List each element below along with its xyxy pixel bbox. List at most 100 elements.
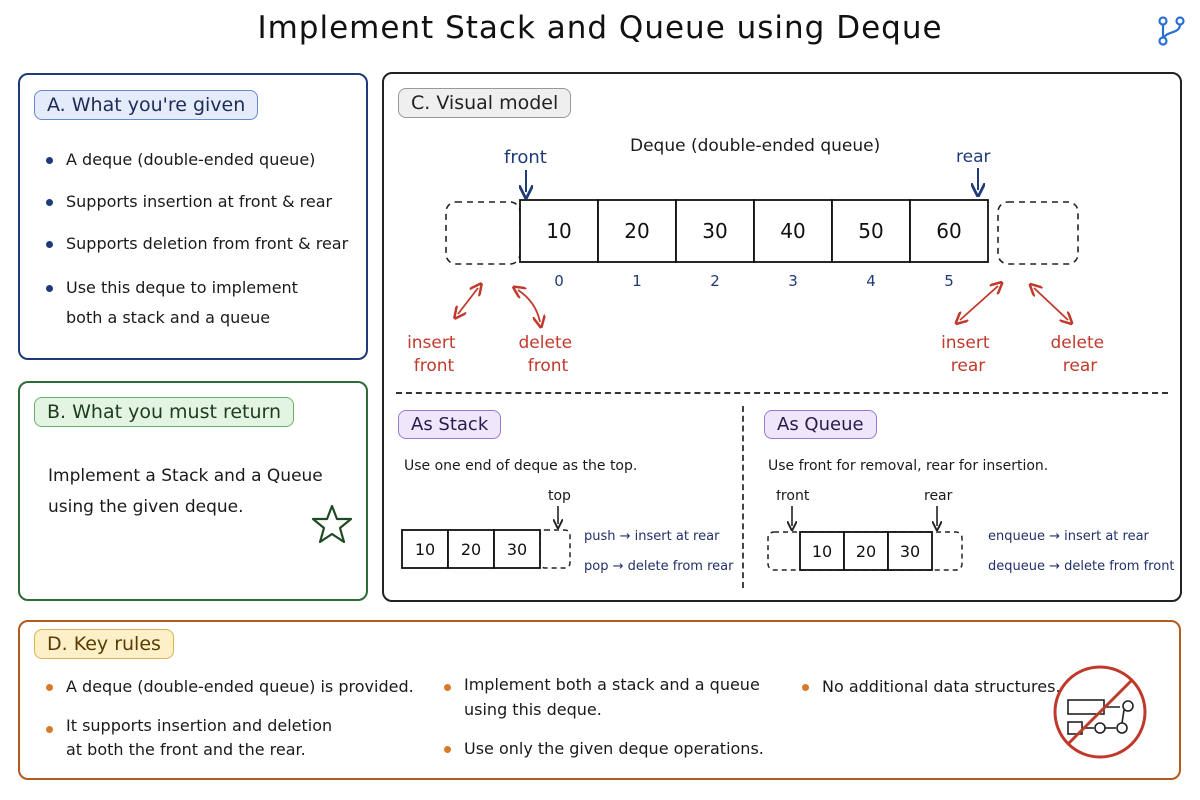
rear-empty-slot — [997, 201, 1079, 265]
branch-icon — [1158, 16, 1185, 46]
deque-index: 4 — [866, 272, 876, 290]
rule-line: at both the front and the rear. — [66, 740, 306, 759]
rules-col-3: No additional data structures. — [798, 672, 1061, 702]
deque-value: 60 — [936, 219, 961, 243]
stack-push-op: push → insert at rear — [584, 529, 720, 544]
stack-cell — [493, 529, 541, 569]
insert-rear-line: insert — [941, 333, 990, 353]
given-item-line: Use this deque to implement — [66, 278, 298, 297]
rule-line: Implement both a stack and a queue — [464, 675, 760, 694]
rule-line: It supports insertion and deletion — [66, 716, 333, 735]
stack-description: Use one end of deque as the top. — [404, 458, 638, 474]
given-item: Supports insertion at front & rear — [42, 187, 348, 217]
page-title: Implement Stack and Queue using Deque — [257, 10, 943, 46]
insert-rear-line: rear — [951, 356, 985, 376]
rule-line: No additional data structures. — [822, 677, 1061, 696]
given-item-line: both a stack and a queue — [66, 308, 271, 327]
queue-dequeue-op: dequeue → delete from front — [988, 559, 1174, 574]
front-empty-slot — [445, 201, 521, 265]
delete-rear-arrow — [1034, 288, 1068, 320]
deque-index: 0 — [554, 272, 564, 290]
rule-line: using this deque. — [464, 700, 602, 719]
queue-description: Use front for removal, rear for insertio… — [768, 458, 1049, 474]
deque-cell — [831, 199, 911, 263]
front-label: front — [504, 147, 547, 168]
deque-value: 50 — [858, 219, 883, 243]
queue-value: 10 — [812, 542, 832, 561]
rear-label: rear — [956, 147, 990, 167]
return-text: Implement a Stack and a Queue using the … — [48, 461, 323, 523]
stack-cells: 10 20 30 — [401, 529, 541, 569]
deque-cell — [675, 199, 755, 263]
no-data-structures-icon — [1053, 665, 1147, 759]
deque-cell — [753, 199, 833, 263]
rule-item: Use only the given deque operations. — [440, 734, 764, 764]
insert-front-line: insert — [407, 333, 456, 353]
rule-line: A deque (double-ended queue) is provided… — [66, 677, 414, 696]
stack-cell — [447, 529, 495, 569]
delete-front-label: delete front — [519, 333, 578, 376]
panel-given: A. What you're given A deque (double-end… — [18, 73, 368, 360]
stack-value: 20 — [461, 540, 481, 559]
rule-item: No additional data structures. — [798, 672, 1061, 702]
star-icon — [311, 504, 353, 544]
panel-rules-heading: D. Key rules — [34, 629, 174, 659]
given-item: Use this deque to implement both a stack… — [42, 273, 348, 333]
column-divider — [742, 406, 744, 588]
rule-item: Implement both a stack and a queue using… — [440, 672, 764, 722]
return-line: Implement a Stack and a Queue — [48, 466, 323, 486]
delete-front-line: delete — [519, 333, 573, 353]
given-item: Supports deletion from front & rear — [42, 229, 348, 259]
panel-return: B. What you must return Implement a Stac… — [18, 381, 368, 601]
queue-front-label: front — [776, 490, 810, 504]
queue-enqueue-op: enqueue → insert at rear — [988, 529, 1150, 544]
deque-index: 5 — [944, 272, 954, 290]
rule-item: A deque (double-ended queue) is provided… — [42, 672, 414, 702]
queue-value: 30 — [900, 542, 920, 561]
insert-front-label: insert front — [407, 333, 461, 376]
insert-front-line: front — [414, 356, 455, 376]
queue-cell — [843, 531, 889, 571]
delete-rear-line: rear — [1063, 356, 1097, 376]
stack-top-label: top — [548, 490, 571, 504]
stack-heading: As Stack — [398, 410, 502, 439]
insert-rear-label: insert rear — [941, 333, 995, 376]
given-list: A deque (double-ended queue) Supports in… — [42, 145, 348, 333]
delete-rear-label: delete rear — [1051, 333, 1110, 376]
section-divider — [396, 392, 1168, 394]
panel-visual-model: C. Visual model Deque (double-ended queu… — [382, 72, 1182, 602]
delete-front-line: front — [528, 356, 569, 376]
panel-return-heading: B. What you must return — [34, 397, 295, 427]
panel-key-rules: D. Key rules A deque (double-ended queue… — [18, 620, 1181, 780]
deque-cell — [597, 199, 677, 263]
delete-front-arrow — [518, 290, 540, 322]
deque-title: Deque (double-ended queue) — [630, 136, 881, 156]
deque-index: 2 — [710, 272, 720, 290]
delete-rear-line: delete — [1051, 333, 1105, 353]
panel-visual-heading: C. Visual model — [398, 88, 572, 118]
insert-rear-arrow — [960, 286, 998, 320]
queue-cell — [887, 531, 933, 571]
rules-col-1: A deque (double-ended queue) is provided… — [42, 672, 414, 762]
deque-index: 3 — [788, 272, 798, 290]
return-line: using the given deque. — [48, 497, 244, 517]
rule-item: It supports insertion and deletion at bo… — [42, 714, 414, 762]
insert-front-arrow — [458, 288, 478, 314]
stack-diagram: top 10 20 30 push → insert at rear pop → d… — [401, 490, 734, 574]
given-item: A deque (double-ended queue) — [42, 145, 348, 175]
stack-value: 10 — [415, 540, 435, 559]
deque-value: 40 — [780, 219, 805, 243]
deque-value: 30 — [702, 219, 727, 243]
queue-rear-label: rear — [924, 490, 953, 504]
rules-col-2: Implement both a stack and a queue using… — [440, 672, 764, 764]
deque-value: 20 — [624, 219, 649, 243]
deque-value: 10 — [546, 219, 571, 243]
rule-line: Use only the given deque operations. — [464, 739, 764, 758]
stack-empty-slot — [539, 529, 571, 569]
stack-pop-op: pop → delete from rear — [584, 559, 734, 574]
stack-value: 30 — [507, 540, 527, 559]
